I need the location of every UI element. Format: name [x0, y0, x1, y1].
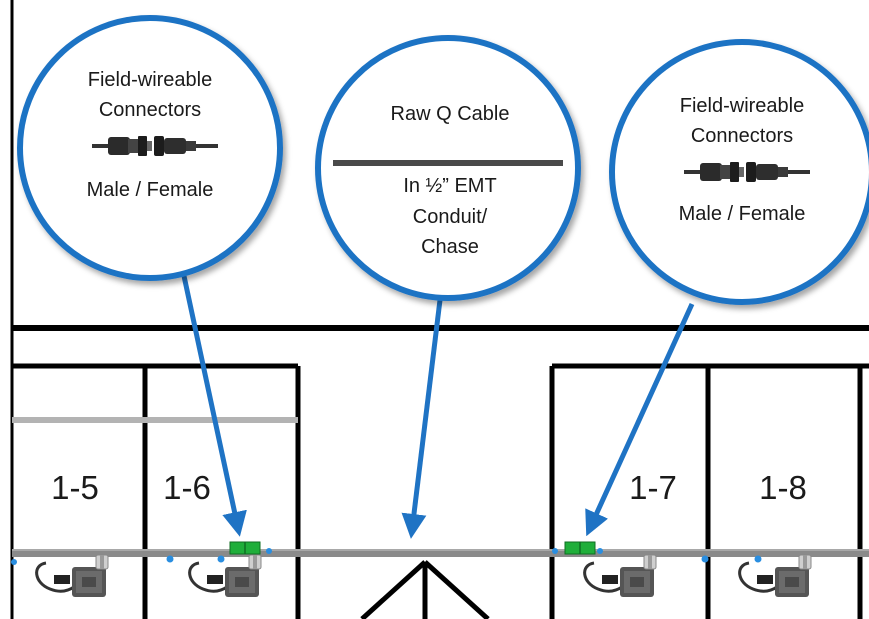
- panel-label-1-8: 1-8: [759, 469, 807, 506]
- field-wireable-connector-left: [229, 541, 261, 555]
- left-callout-line1: Field-wireable: [87, 69, 213, 91]
- callout-arrow-right: [585, 302, 695, 537]
- callout-arrow-left: [181, 275, 247, 537]
- q-cable: [11, 548, 869, 565]
- microinverter-icon: [188, 553, 263, 599]
- right-callout-line2: Connectors: [690, 125, 794, 147]
- right-callout-line1: Field-wireable: [679, 95, 805, 117]
- panel-label-1-5: 1-5: [51, 469, 99, 506]
- panel-label-1-7: 1-7: [629, 469, 677, 506]
- field-wireable-connector-right: [564, 541, 596, 555]
- center-callout-top: Raw Q Cable: [390, 103, 510, 125]
- center-callout-line2: Conduit/: [412, 206, 488, 228]
- center-callout-line1: In ½” EMT: [403, 175, 497, 197]
- center-callout-line3: Chase: [421, 236, 479, 258]
- microinverter-icon: [35, 553, 110, 599]
- left-callout-line2: Connectors: [98, 99, 202, 121]
- microinverter-icon: [738, 553, 813, 599]
- frame: [10, 0, 869, 619]
- callout-arrow-center: [401, 299, 443, 539]
- microinverter-icon: [583, 553, 658, 599]
- right-callout-sub: Male / Female: [678, 203, 806, 225]
- left-callout-sub: Male / Female: [86, 179, 214, 201]
- callout-circle-center: [315, 35, 581, 301]
- panel-label-1-6: 1-6: [163, 469, 211, 506]
